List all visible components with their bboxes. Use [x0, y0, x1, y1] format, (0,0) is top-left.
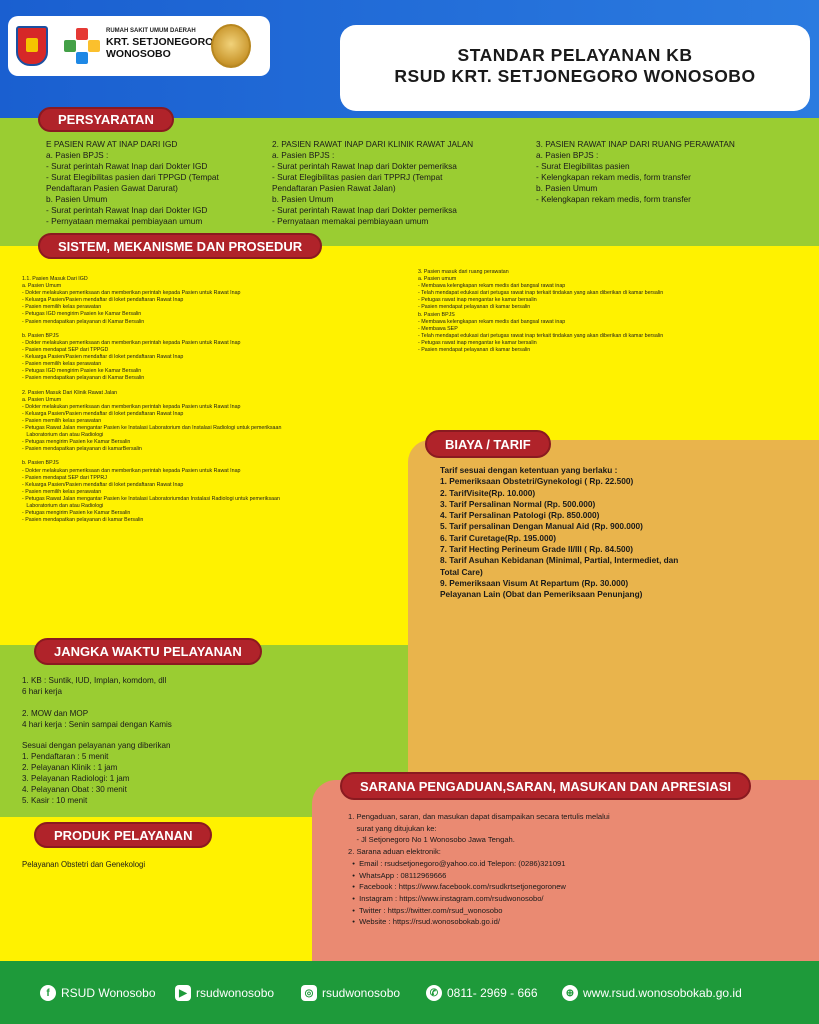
footer-instagram[interactable]: ◎ rsudwonosobo [301, 984, 400, 1002]
page-subtitle: RSUD KRT. SETJONEGORO WONOSOBO [394, 66, 756, 86]
hospital-cross-logo-icon [64, 28, 100, 64]
section-title-produk: PRODUK PELAYANAN [34, 822, 213, 848]
facebook-icon: f [40, 985, 56, 1001]
hospital-type-label: RUMAH SAKIT UMUM DAERAH [106, 28, 196, 34]
complaint-channels: 1. Pengaduan, saran, dan masukan dapat d… [348, 812, 610, 927]
procedure-ward: 3. Pasien masuk dari ruang perawatan a. … [418, 269, 664, 354]
tariff-list: Tarif sesuai dengan ketentuan yang berla… [440, 465, 679, 600]
page-title: STANDAR PELAYANAN KB [457, 45, 693, 65]
footer-instagram-label: rsudwonosobo [322, 986, 401, 1000]
tariff-background [408, 440, 819, 820]
footer-background [0, 961, 819, 1024]
footer-facebook[interactable]: f RSUD Wonosobo [40, 984, 156, 1002]
footer-youtube[interactable]: ▶ rsudwonosobo [175, 984, 274, 1002]
complaint-background [312, 780, 819, 961]
footer-whatsapp[interactable]: ✆ 0811- 2969 - 666 [426, 984, 538, 1002]
footer-whatsapp-label: 0811- 2969 - 666 [447, 986, 538, 1000]
accreditation-seal-icon [211, 24, 251, 68]
section-title-sistem: SISTEM, MEKANISME DAN PROSEDUR [38, 233, 323, 259]
youtube-icon: ▶ [175, 985, 191, 1001]
requirements-background [0, 118, 819, 246]
hospital-name-line1: KRT. SETJONEGORO [106, 36, 214, 48]
hospital-name-line2: WONOSOBO [106, 48, 171, 60]
section-title-biaya: BIAYA / TARIF [425, 430, 551, 458]
regency-crest-icon [16, 26, 48, 66]
page-title-card: STANDAR PELAYANAN KB RSUD KRT. SETJONEGO… [340, 25, 810, 111]
footer-facebook-label: RSUD Wonosobo [61, 986, 156, 1000]
requirements-outpatient: 2. PASIEN RAWAT INAP DARI KLINIK RAWAT J… [272, 139, 474, 226]
instagram-icon: ◎ [301, 985, 317, 1001]
section-title-persyaratan: PERSYARATAN [38, 107, 174, 132]
hospital-name: KRT. SETJONEGORO WONOSOBO [106, 36, 213, 60]
footer-youtube-label: rsudwonosobo [196, 986, 275, 1000]
requirements-igd: E PASIEN RAW AT INAP DARI IGD a. Pasien … [46, 139, 219, 226]
footer-website[interactable]: ⊕ www.rsud.wonosobokab.go.id [562, 984, 742, 1002]
procedure-igd-outpatient: 1.1. Pasien Masuk Dari IGD a. Pasien Umu… [22, 276, 282, 524]
footer-website-label: www.rsud.wonosobokab.go.id [583, 986, 742, 1000]
logo-card: RUMAH SAKIT UMUM DAERAH KRT. SETJONEGORO… [8, 16, 270, 76]
section-title-sarana: SARANA PENGADUAN,SARAN, MASUKAN DAN APRE… [340, 772, 752, 800]
section-title-jangka: JANGKA WAKTU PELAYANAN [34, 638, 262, 665]
globe-icon: ⊕ [562, 985, 578, 1001]
whatsapp-icon: ✆ [426, 985, 442, 1001]
requirements-ward: 3. PASIEN RAWAT INAP DARI RUANG PERAWATA… [536, 139, 735, 204]
service-timeframe: 1. KB : Suntik, IUD, Implan, komdom, dll… [22, 676, 172, 805]
service-product: Pelayanan Obstetri dan Genekologi [22, 860, 146, 869]
